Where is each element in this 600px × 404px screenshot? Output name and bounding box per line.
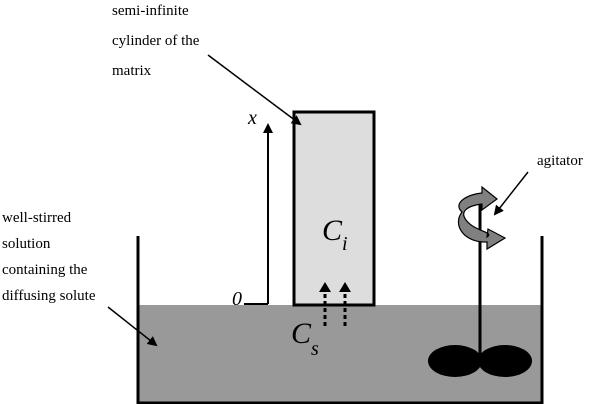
- agitator-pointer: [493, 171, 529, 216]
- solution-pointer: [107, 306, 158, 347]
- beaker: [136, 236, 544, 404]
- agitator: [428, 195, 532, 377]
- svg-text:diffusing solute: diffusing solute: [2, 288, 96, 304]
- cylinder-pointer: [207, 54, 302, 126]
- svg-text:C: C: [291, 317, 312, 350]
- solution-label: well-stirred solution containing the dif…: [2, 210, 96, 304]
- svg-text:well-stirred: well-stirred: [2, 210, 72, 226]
- origin-label: 0: [232, 288, 242, 310]
- cylinder-label: semi-infinite cylinder of the matrix: [112, 3, 200, 79]
- rotation-arrow-icon: [457, 185, 507, 251]
- svg-text:i: i: [342, 233, 348, 255]
- x-axis-label: x: [247, 107, 257, 129]
- svg-text:containing the: containing the: [2, 262, 88, 278]
- agitator-label: agitator: [537, 153, 583, 169]
- x-axis: [244, 123, 273, 305]
- svg-text:C: C: [322, 214, 343, 247]
- svg-text:semi-infinite: semi-infinite: [112, 3, 189, 19]
- svg-text:solution: solution: [2, 236, 51, 252]
- svg-text:matrix: matrix: [112, 63, 152, 79]
- svg-text:s: s: [311, 338, 319, 360]
- cs-symbol: C s: [291, 317, 319, 360]
- diffusion-arrows: [319, 282, 351, 326]
- matrix-cylinder: [292, 110, 376, 307]
- ci-symbol: C i: [322, 214, 348, 255]
- svg-text:cylinder of the: cylinder of the: [112, 33, 200, 49]
